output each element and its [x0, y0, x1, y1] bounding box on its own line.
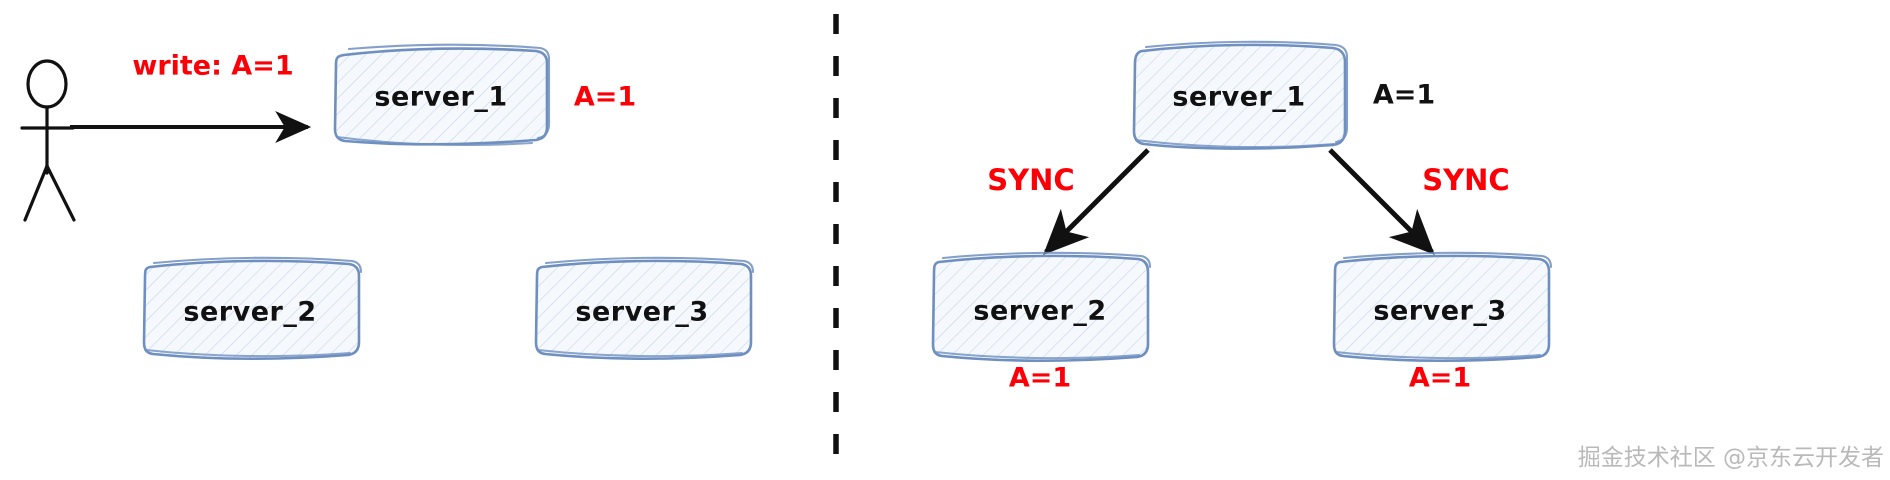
node-label-right-server-2: server_2 — [973, 295, 1107, 327]
stick-figure-client — [20, 59, 76, 222]
state-label-right-server-3: A=1 — [1408, 362, 1472, 394]
node-label-right-server-1: server_1 — [1172, 81, 1306, 113]
edge-label-sync-left: SYNC — [987, 163, 1075, 197]
box-left-server-1[interactable] — [333, 43, 551, 147]
box-right-server-1[interactable] — [1132, 40, 1349, 150]
box-left-server-2[interactable] — [142, 256, 363, 360]
edge-sync-server1-server2 — [1043, 148, 1150, 255]
box-left-server-3[interactable] — [534, 256, 755, 360]
node-label-left-server-2: server_2 — [183, 296, 317, 328]
box-right-server-2[interactable] — [931, 251, 1152, 362]
node-label-left-server-3: server_3 — [575, 296, 709, 328]
box-right-server-3[interactable] — [1332, 251, 1553, 362]
node-label-left-server-1: server_1 — [374, 81, 508, 113]
watermark-text: 掘金技术社区 @京东云开发者 — [1577, 445, 1884, 471]
state-label-right-server-2: A=1 — [1008, 362, 1072, 394]
write-arrow-label: write: A=1 — [132, 50, 294, 82]
state-label-right-server-1: A=1 — [1372, 79, 1436, 111]
state-label-left-server-1: A=1 — [573, 81, 637, 113]
edge-sync-server1-server3 — [1328, 148, 1435, 255]
edge-label-sync-right: SYNC — [1422, 163, 1510, 197]
node-label-right-server-3: server_3 — [1373, 295, 1507, 327]
